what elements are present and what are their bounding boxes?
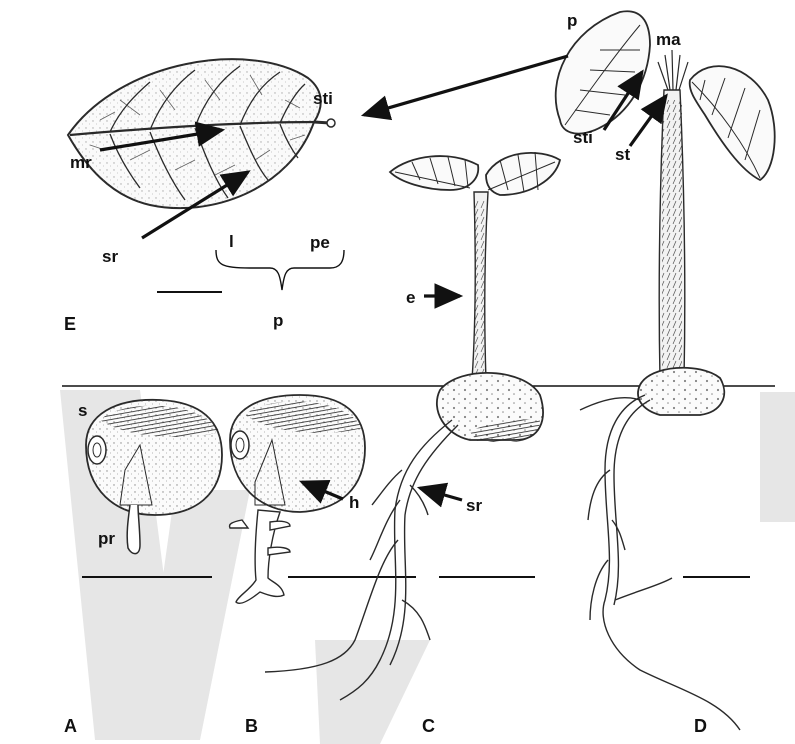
label-ma: ma — [656, 30, 681, 49]
leaf-bracket — [216, 250, 344, 290]
label-sr-root: sr — [466, 496, 482, 515]
label-sti-top: sti — [573, 128, 593, 147]
panel-label-d: D — [694, 716, 707, 736]
seed-b — [230, 395, 366, 603]
panel-label-c: C — [422, 716, 435, 736]
label-p-bracket: p — [273, 311, 283, 330]
label-st: st — [615, 145, 630, 164]
panel-label-a: A — [64, 716, 77, 736]
label-s: s — [78, 401, 87, 420]
label-h: h — [349, 493, 359, 512]
label-e: e — [406, 288, 415, 307]
label-p-top: p — [567, 11, 577, 30]
label-sti-leaf: sti — [313, 89, 333, 108]
panel-label-b: B — [245, 716, 258, 736]
label-sr-leaf: sr — [102, 247, 118, 266]
panel-label-e: E — [64, 314, 76, 334]
label-pr: pr — [98, 529, 115, 548]
seedling-d — [556, 11, 775, 730]
label-l: l — [229, 232, 234, 251]
label-mr: mr — [70, 153, 92, 172]
label-pe: pe — [310, 233, 330, 252]
